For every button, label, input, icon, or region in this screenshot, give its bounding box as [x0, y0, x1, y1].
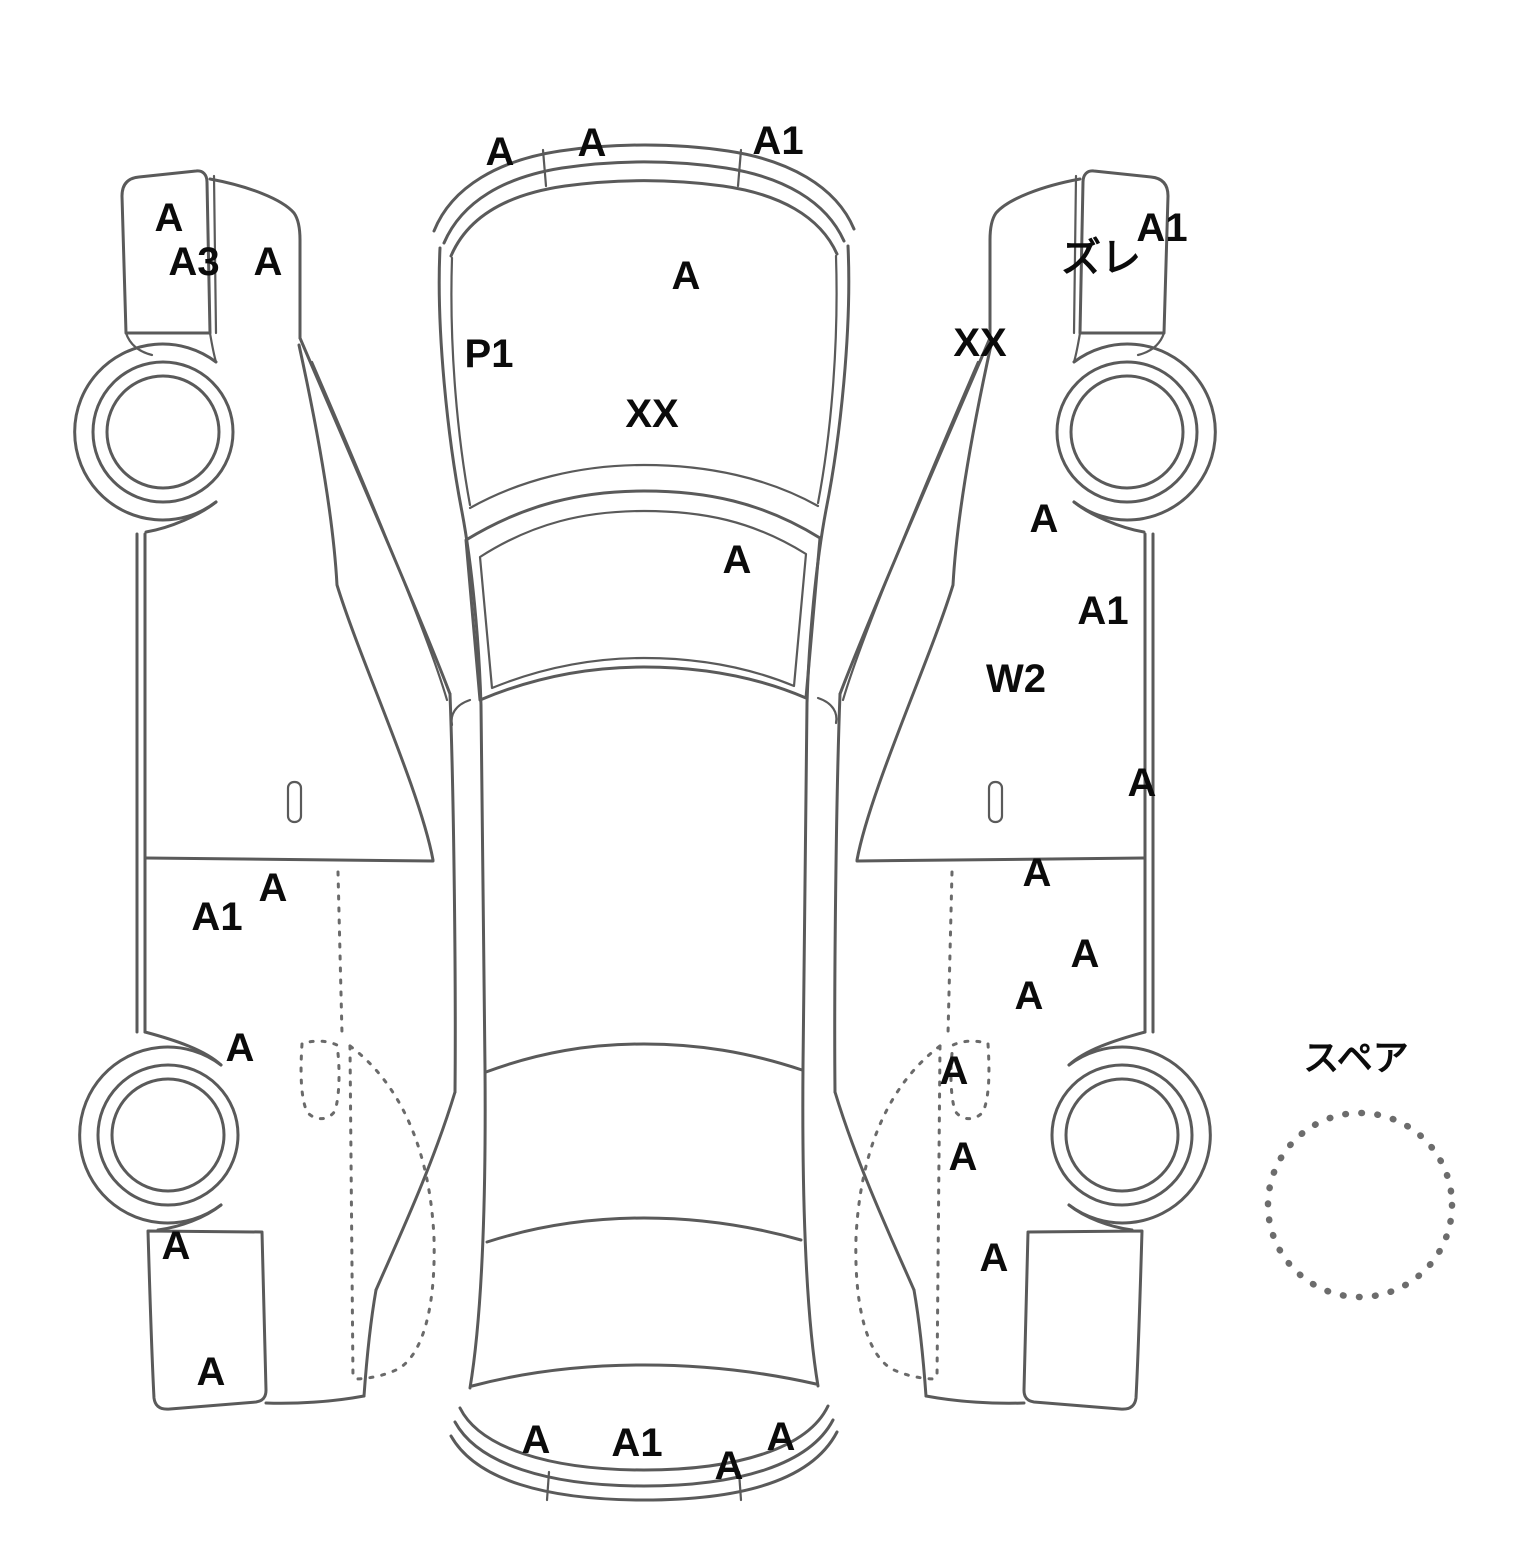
damage-code-rear-bumper-right: A: [766, 1415, 796, 1459]
damage-code-right-quarter-1: A: [939, 1049, 969, 1093]
door-seam: [144, 856, 435, 863]
spare-tire: [1264, 1109, 1456, 1301]
damage-code-rear-bumper-left: A: [521, 1418, 551, 1462]
left-side-view: [73, 169, 457, 1411]
rear-wheel: [78, 1045, 240, 1225]
front-corner-panel: [120, 169, 212, 335]
damage-code-right-sill-front: A1: [1077, 589, 1129, 633]
damage-code-hood-left: P1: [464, 332, 514, 376]
damage-code-left-quarter: A: [225, 1026, 255, 1070]
damage-code-windshield: A: [722, 538, 752, 582]
damage-code-right-front-fender-low: A: [1029, 497, 1059, 541]
damage-code-rear-bumper-center: A1: [611, 1421, 663, 1465]
front-wheel: [73, 342, 235, 522]
top-view: [432, 143, 856, 1502]
damage-code-right-door-low: A: [1022, 851, 1052, 895]
damage-code-right-door-rear-1: A: [1070, 932, 1100, 976]
damage-code-front-bumper-center: A: [577, 121, 607, 165]
damage-code-left-door: A1: [191, 895, 243, 939]
damage-code-left-front-corner: A: [154, 196, 184, 240]
damage-code-left-front-fender: A: [253, 240, 283, 284]
damage-code-left-rear-corner-up: A: [161, 1224, 191, 1268]
damage-code-right-rear-corner: A: [979, 1236, 1009, 1280]
damage-code-spare-label: スペア: [1303, 1037, 1409, 1078]
damage-code-right-door: W2: [986, 657, 1046, 701]
damage-code-hood-center: XX: [625, 392, 679, 436]
damage-code-right-sill: A: [1127, 761, 1157, 805]
windshield-outline: [464, 489, 822, 702]
damage-code-right-hood-edge: XX: [953, 321, 1007, 365]
rear-wheel-arch: [78, 1045, 223, 1225]
spare-tire-circle: [1264, 1109, 1456, 1301]
damage-code-right-door-rear-2: A: [1014, 974, 1044, 1018]
damage-code-front-bumper-right: A1: [752, 119, 804, 163]
damage-code-right-front-corner: A1: [1136, 206, 1188, 250]
damage-code-hood-right: A: [671, 254, 701, 298]
door-handle: [286, 780, 303, 824]
damage-code-right-quarter-2: A: [948, 1135, 978, 1179]
damage-code-left-rear-corner-low: A: [196, 1350, 226, 1394]
damage-code-left-door-rear: A: [258, 866, 288, 910]
damage-code-front-bumper-left: A: [485, 130, 515, 174]
damage-code-left-front-corner-low: A3: [168, 240, 220, 284]
damage-code-rear-bumper-lower: A: [714, 1444, 744, 1488]
rear-corner-panel: [146, 1229, 268, 1411]
damage-code-right-front-pillar: ズレ: [1061, 236, 1141, 280]
front-wheel-arch: [73, 342, 218, 522]
